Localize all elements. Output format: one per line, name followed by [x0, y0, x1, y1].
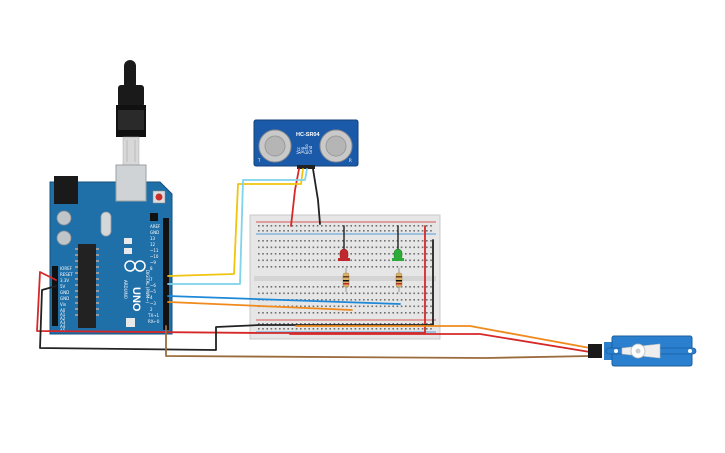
arduino-logo-text: ARDUINO: [123, 280, 128, 299]
wire-black-sensor-gnd[interactable]: [312, 168, 321, 225]
svg-text:IOREF: IOREF: [60, 266, 73, 271]
wire-black-gnd[interactable]: [39, 239, 434, 351]
wire-red-5v[interactable]: [36, 225, 426, 334]
svg-text:~9: ~9: [150, 260, 156, 265]
svg-text:5V: 5V: [60, 284, 66, 289]
svg-text:8: 8: [150, 266, 153, 271]
sensor-pin-header: [297, 165, 315, 169]
sensor-t-mark: T: [257, 158, 261, 163]
wire-blue-red-led[interactable]: [167, 295, 401, 305]
wire-cyan-echo[interactable]: [167, 168, 308, 285]
wires: [36, 168, 591, 359]
capacitor-1: [56, 210, 72, 226]
wire-orange-servo-signal[interactable]: [295, 325, 591, 349]
power-jack: [54, 176, 78, 204]
resistor-red-led[interactable]: [342, 268, 350, 292]
wire-red-sensor-vcc[interactable]: [290, 168, 300, 227]
svg-text:GND: GND: [60, 296, 69, 301]
svg-text:~3: ~3: [150, 301, 156, 306]
servo-connector: [588, 344, 602, 358]
resistor-green-led[interactable]: [395, 268, 403, 292]
svg-text:A1: A1: [60, 312, 66, 317]
sensor-label: HC-SR04: [296, 132, 320, 138]
svg-text:12: 12: [150, 242, 156, 247]
svg-text:Trig: Trig: [300, 146, 305, 155]
svg-text:GND: GND: [60, 290, 69, 295]
wire-brown-servo-gnd[interactable]: [165, 325, 591, 359]
green-led[interactable]: [392, 248, 404, 261]
power-analog-header: [52, 266, 58, 326]
sensor-r-mark: R: [349, 158, 352, 163]
svg-text:~5: ~5: [150, 289, 156, 294]
svg-text:Vin: Vin: [60, 302, 67, 307]
power-pin-labels: IOREF RESET 3.3V 5V GND GND Vin: [60, 266, 73, 307]
svg-text:13: 13: [150, 236, 156, 241]
arduino-model-text: UNO: [130, 287, 142, 312]
svg-text:A4: A4: [60, 324, 66, 329]
usb-cable[interactable]: [116, 60, 146, 166]
digital-header: [163, 218, 169, 330]
svg-text:A3: A3: [60, 320, 66, 325]
usb-jack: [115, 164, 147, 202]
svg-text:~6: ~6: [150, 283, 156, 288]
svg-text:A0: A0: [60, 308, 66, 313]
svg-text:3.3V: 3.3V: [60, 278, 69, 283]
sensor-pin-labels: Vcc Trig Echo Gnd: [296, 144, 313, 155]
svg-text:Echo: Echo: [304, 144, 309, 154]
analog-pin-labels: A0 A1 A2 A3 A4 A5: [60, 308, 66, 333]
wire-yellow-trig[interactable]: [167, 168, 304, 277]
breadboard-holes: [258, 225, 432, 330]
capacitor-2: [56, 230, 72, 246]
digital-pin-labels: AREF GND 13 12 ~11 ~10 ~9 8 7 ~6 ~5 4 ~3…: [147, 224, 161, 324]
svg-text:Gnd: Gnd: [308, 145, 313, 154]
wire-red-servo-power[interactable]: [289, 333, 591, 353]
arduino-uno-board[interactable]: ARDUINO UNO DIGITAL (PWM~) IOREF RESET 3…: [49, 164, 173, 335]
arduino-logo: [124, 260, 146, 272]
digital-title-text: DIGITAL (PWM~): [145, 270, 150, 304]
svg-text:~10: ~10: [150, 254, 159, 259]
svg-text:2: 2: [150, 307, 153, 312]
svg-text:~11: ~11: [150, 248, 159, 253]
svg-text:4: 4: [150, 295, 153, 300]
hc-sr04-sensor[interactable]: HC-SR04 T R Vcc Trig Echo Gnd: [253, 119, 359, 169]
svg-text:GND: GND: [150, 230, 159, 235]
svg-text:RX←0: RX←0: [148, 319, 160, 324]
svg-text:A2: A2: [60, 316, 66, 321]
svg-text:Vcc: Vcc: [296, 147, 301, 154]
atmega-chip: [78, 244, 96, 328]
svg-text:AREF: AREF: [150, 224, 161, 229]
svg-text:7: 7: [150, 277, 153, 282]
red-led[interactable]: [338, 248, 350, 261]
svg-text:RESET: RESET: [60, 272, 73, 277]
wire-orange-green-led[interactable]: [167, 301, 353, 311]
svg-text:TX→1: TX→1: [147, 313, 160, 318]
micro-servo[interactable]: [588, 335, 697, 367]
crystal: [100, 211, 112, 237]
